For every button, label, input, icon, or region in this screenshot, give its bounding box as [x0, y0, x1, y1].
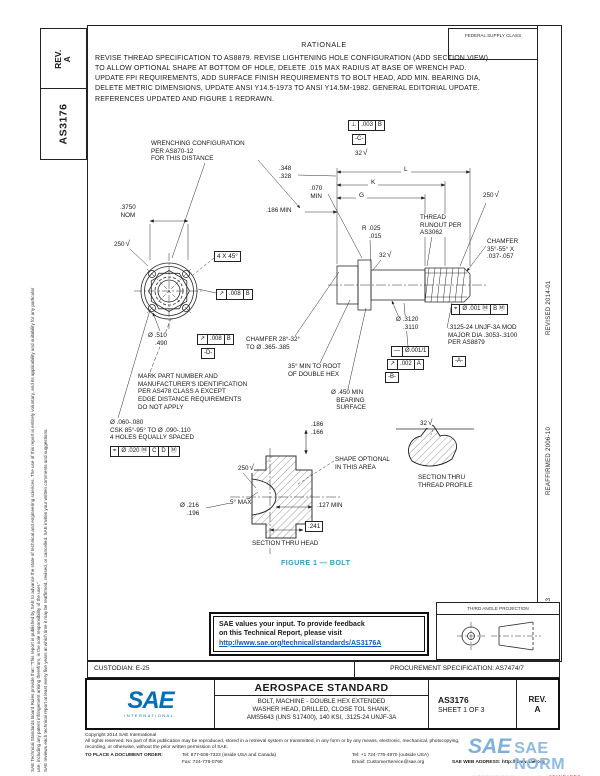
sae-logo-cell: SAE INTERNATIONAL. [87, 680, 215, 728]
dim-head-dia: Ø .510 .490 [148, 332, 168, 348]
dim-4x45: 4 X 45° [214, 251, 241, 263]
sheet-number: SHEET 1 OF 3 [438, 706, 485, 714]
dim-l: L [401, 166, 411, 174]
document-title: BOLT, MACHINE - DOUBLE HEX EXTENDED WASH… [246, 698, 397, 722]
title-block-center-cell: AEROSPACE STANDARD BOLT, MACHINE - DOUBL… [215, 680, 429, 728]
note-shape-optional: SHAPE OPTIONAL IN THIS AREA [335, 456, 390, 472]
datum-c: -C- [352, 134, 367, 145]
third-angle-projection-label: THIRD ANGLE PROJECTION [437, 603, 559, 615]
finish-250-head-top: 250 [114, 239, 130, 249]
doc-number-tab-label: AS3176 [57, 103, 70, 145]
procurement-spec-cell: PROCUREMENT SPECIFICATION: AS7474/7 [355, 660, 560, 678]
footer-tel-usa: Tel: 877-606-7323 (inside USA and Canada… [182, 753, 277, 758]
finish-32-thread-profile: 32 [420, 418, 433, 428]
sae-norm-watermark: SAE SAE NORM INTERNATIONAL. STANDARDS [468, 736, 600, 776]
custodian-cell: CUSTODIAN: E-25 [87, 660, 355, 678]
feedback-url-link[interactable]: http://www.sae.org/technical/standards/A… [219, 639, 382, 647]
dim-5-max: 5° MAX [230, 499, 252, 507]
margin-note-comments: SAE reviews each technical report at lea… [43, 428, 48, 772]
finish-32-head: 32 [355, 148, 368, 158]
footer-rights-1: All rights reserved. No part of this pub… [85, 739, 460, 744]
rationale-text: REVISE THREAD SPECIFICATION TO AS8879. R… [95, 55, 489, 103]
watermark-sae-logo: SAE [468, 735, 512, 758]
note-chamfer-thread-end: CHAMFER 35°-55° X .037-.057 [487, 238, 519, 262]
main-frame-border [87, 25, 562, 662]
datum-b: -B- [385, 372, 399, 383]
footer-copyright: Copyright 2014 SAE International [85, 733, 157, 738]
note-csk-holes: Ø .060-.080 CSK 85°-95° TO Ø .090-.110 4… [110, 419, 194, 443]
note-bearing-surface: Ø .450 MIN BEARING SURFACE [331, 389, 366, 413]
dim-k: K [368, 179, 379, 187]
feedback-line-1: SAE values your input. To provide feedba… [219, 621, 365, 628]
fcf-straightness: —Ø.001/1 [391, 346, 430, 357]
rationale-title: RATIONALE [301, 40, 347, 49]
footer-order-label: TO PLACE A DOCUMENT ORDER: [85, 753, 163, 758]
rev-cell-value: A [534, 703, 541, 714]
doc-number-cell: AS3176 SHEET 1 OF 3 [429, 680, 517, 728]
dim-hole-dia: Ø .216 .196 [180, 502, 200, 518]
revision-margin-divider [537, 25, 538, 602]
note-chamfer-hex: CHAMFER 28°-32° TO Ø .365-.385 [246, 336, 301, 352]
federal-supply-class-box: FEDERAL SUPPLY CLASS [448, 28, 538, 60]
doc-number-tab: AS3176 [40, 88, 87, 160]
watermark-subtext-left: INTERNATIONAL. [472, 774, 519, 776]
third-angle-projection-icon [457, 621, 541, 651]
caption-section-head: SECTION THRU HEAD [252, 540, 319, 548]
dim-hole-depth: .186 .166 [311, 421, 324, 437]
dim-3750-nom: .3750 NOM [120, 204, 136, 220]
dim-070-min: .070 MIN [310, 185, 323, 201]
finish-250-thread: 250 [483, 190, 499, 200]
sae-logo: SAE [127, 687, 174, 715]
dim-g: G [356, 192, 368, 200]
footer-email: Email: CustomerService@sae.org [352, 760, 425, 765]
note-thread-spec: .3125-24 UNJF-3A MOD MAJOR DIA .3053-.31… [448, 324, 518, 348]
third-angle-projection-box: THIRD ANGLE PROJECTION [436, 602, 560, 660]
caption-section-thread: SECTION THRU THREAD PROFILE [418, 474, 473, 490]
footer-web-address: SAE WEB ADDRESS: http://www.sae.org [452, 760, 545, 765]
datum-d: -D- [201, 348, 216, 359]
note-thread-runout: THREAD RUNOUT PER AS3062 [420, 214, 462, 238]
rev-tab-value: A [62, 55, 73, 63]
feedback-line-2: on this Technical Report, please visit [219, 630, 342, 638]
watermark-subtext-right: STANDARDS [549, 774, 581, 776]
datum-a: -A- [452, 356, 466, 367]
note-marking: MARK PART NUMBER AND MANUFACTURER'S IDEN… [138, 373, 248, 412]
rev-cell-label: REV. [528, 694, 547, 704]
note-hex-root: 35° MIN TO ROOT OF DOUBLE HEX [288, 363, 342, 379]
doc-number: AS3176 [438, 694, 469, 705]
revised-date: REVISED 2014-01 [546, 280, 552, 335]
footer-rights-2: recording, or otherwise, without the pri… [85, 745, 229, 750]
margin-note-standards-board: SAE Technical Standards Board Rules prov… [30, 287, 41, 772]
caption-figure: FIGURE 1 — BOLT [281, 558, 351, 568]
note-wrenching-config: WRENCHING CONFIGURATION PER AS870-12 FOR… [151, 140, 245, 164]
dim-241-basic: .241 [305, 521, 324, 533]
dim-fillet-radius: R .025 .015 [362, 225, 382, 241]
rev-tab: REV. A [40, 28, 87, 90]
watermark-text: SAE NORM [514, 740, 566, 773]
rev-cell: REV. A [517, 680, 558, 728]
footer-tel-intl: Tel: +1 724-776-4970 (outside USA) [352, 753, 429, 758]
sae-logo-subtext: INTERNATIONAL. [124, 712, 177, 718]
dim-127-min: .127 MIN [317, 502, 343, 510]
dim-head-height: .348 .328 [279, 165, 292, 181]
reaffirmed-date: REAFFIRMED 2006-10 [546, 426, 552, 495]
federal-supply-class-label: FEDERAL SUPPLY CLASS [464, 33, 522, 38]
title-block: SAE INTERNATIONAL. AEROSPACE STANDARD BO… [85, 678, 560, 730]
dim-186-min: .186 MIN [266, 207, 292, 215]
standard-type-heading: AEROSPACE STANDARD [215, 680, 428, 696]
footer-fax: Fax: 724-776-0790 [182, 760, 223, 765]
finish-32-fillet: 32 [379, 250, 392, 260]
dim-shank-dia: Ø .3120 .3110 [396, 316, 419, 332]
feedback-box-inner: SAE values your input. To provide feedba… [213, 616, 425, 652]
feedback-box: SAE values your input. To provide feedba… [209, 612, 429, 656]
finish-250-section: 250 [238, 463, 254, 473]
